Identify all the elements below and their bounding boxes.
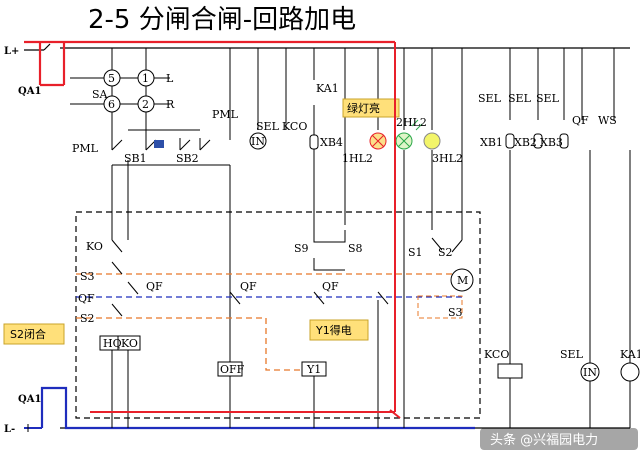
energized-path — [90, 42, 401, 419]
contact-2: 2 — [142, 98, 149, 111]
sel-top-label: SEL — [256, 120, 280, 133]
sel3-label: SEL — [536, 92, 560, 105]
sel1-label: SEL — [478, 92, 502, 105]
in-bottom-label: IN — [583, 366, 597, 379]
qf2-label: QF — [240, 280, 257, 293]
sa-control-switch — [70, 69, 170, 113]
watermark-text: 头条 @兴福园电力 — [490, 432, 598, 448]
in-top-label: IN — [251, 135, 265, 148]
y1-coil-label: Y1 — [306, 363, 321, 376]
ws-label: WS — [598, 114, 617, 127]
green-lamp-callout-text: 绿灯亮 — [347, 101, 380, 115]
breaker-bottom-label: QA1 — [18, 394, 41, 405]
pml-pushbutton-row — [111, 129, 230, 166]
green-lamp-callout — [342, 98, 400, 118]
xb-links — [505, 133, 569, 149]
contact-1: 1 — [142, 72, 149, 85]
negative-bus-label: L- — [4, 424, 15, 435]
contact-5: 5 — [108, 72, 115, 85]
contact-6: 6 — [108, 98, 115, 111]
mechanism-contacts — [111, 230, 463, 317]
kco-bottom-label: KCO — [484, 348, 509, 361]
s9-label: S9 — [294, 242, 309, 255]
ko-mech-label: KO — [86, 240, 103, 253]
qf-left-label: QF — [78, 292, 95, 305]
kco-top-label: KCO — [282, 120, 307, 133]
s3-left-label: S3 — [80, 270, 95, 283]
watermark-bg — [480, 428, 638, 450]
hq-coil-label: HQ — [103, 337, 122, 350]
in-indicator-bottom — [580, 362, 600, 382]
s2-closed-callout — [3, 323, 65, 345]
motor-label: M — [457, 274, 468, 287]
hl2-label: 2HL2 — [396, 116, 427, 129]
contact-l-label: L — [166, 72, 174, 85]
qf3-label: QF — [322, 280, 339, 293]
kco-coil — [497, 363, 523, 379]
negative-bus — [24, 386, 630, 432]
s1-label: S1 — [408, 246, 423, 259]
positive-bus — [24, 43, 630, 51]
y1-energized-callout-text: Y1得电 — [315, 324, 352, 337]
off-coil-label: OFF — [220, 363, 245, 376]
qf-right-label: QF — [572, 114, 589, 127]
in-indicator-top — [249, 132, 267, 150]
s2-left-label: S2 — [80, 312, 95, 325]
s2-link-line — [76, 317, 300, 371]
s2-closed-callout-text: S2闭合 — [10, 327, 46, 341]
positive-bus-red — [24, 40, 395, 87]
hl3-label: 3HL2 — [432, 152, 463, 165]
sel2-label: SEL — [508, 92, 532, 105]
positive-bus-label: L+ — [4, 46, 19, 57]
qf1-label: QF — [146, 280, 163, 293]
ka1-top-label: KA1 — [316, 82, 339, 95]
s2-right-label: S2 — [438, 246, 453, 259]
xb1-label: XB1 — [480, 136, 503, 149]
xb2-label: XB2 — [514, 136, 537, 149]
ko-coil-label: KO — [121, 337, 138, 350]
y1-energized-callout — [309, 319, 369, 341]
sa-label: SA — [92, 88, 109, 101]
sb-button-marker — [154, 140, 164, 148]
sel-bottom-label: SEL — [560, 348, 584, 361]
sb2-label: SB2 — [176, 152, 199, 165]
sb1-label: SB1 — [124, 152, 147, 165]
motor-icon — [450, 268, 474, 292]
breaker-top-label: QA1 — [18, 86, 41, 97]
xb4-label: XB4 — [320, 136, 343, 149]
ka1-indicator-bottom — [620, 362, 640, 382]
mechanism-box — [75, 211, 481, 419]
diagram-title: 2-5 分闸合闸-回路加电 — [88, 5, 356, 35]
s8-label: S8 — [348, 242, 363, 255]
s3-right-box — [417, 295, 463, 319]
contact-r-label: R — [166, 98, 175, 111]
pml-left-label: PML — [72, 142, 99, 155]
hl1-label: 1HL2 — [342, 152, 373, 165]
xb4-link — [309, 134, 319, 150]
s3-right-label: S3 — [448, 306, 463, 319]
ka1-bottom-label: KA1 — [620, 348, 640, 361]
xb3-label: XB3 — [540, 136, 563, 149]
pml-right-label: PML — [212, 108, 239, 121]
coils — [99, 335, 327, 377]
